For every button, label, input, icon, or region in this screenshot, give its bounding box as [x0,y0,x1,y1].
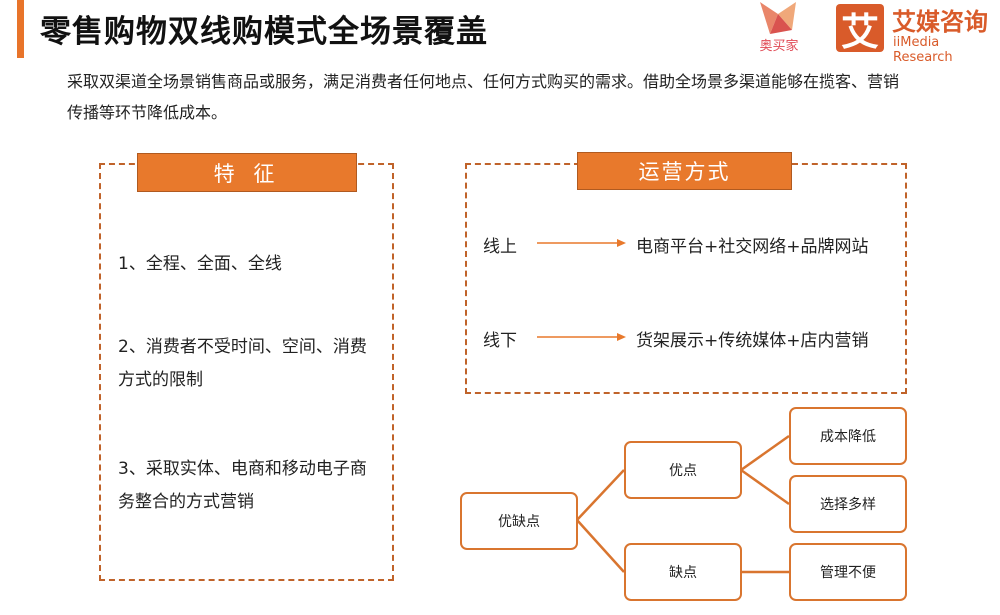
online-value: 电商平台+社交网络+品牌网站 [636,237,869,257]
feature-item: 3、采取实体、电商和移动电子商务整合的方式营销 [118,459,367,512]
tree-pro-item: 成本降低 [789,407,907,465]
operation-header: 运营方式 [577,152,792,190]
features-header: 特 征 [137,153,357,192]
tree-root-node: 优缺点 [460,492,578,550]
iimedia-logo-mark: 艾 [836,4,884,54]
svg-text:奥买家: 奥买家 [759,38,798,54]
online-label: 线上 [483,237,517,257]
feature-item: 1、全程、全面、全线 [118,254,282,274]
offline-value: 货架展示+传统媒体+店内营销 [636,331,869,351]
feature-item: 2、消费者不受时间、空间、消费方式的限制 [118,337,367,390]
tree-pros-node: 优点 [624,441,742,499]
aomaijia-logo: 奥买家 [759,2,799,54]
tree-cons-node: 缺点 [624,543,742,601]
tree-con-item: 管理不便 [789,543,907,601]
offline-label: 线下 [483,331,517,351]
title-accent-bar [17,0,24,58]
tree-pro-item: 选择多样 [789,475,907,533]
iimedia-logo-en: iiMedia Research [893,35,953,65]
intro-text: 采取双渠道全场景销售商品或服务，满足消费者任何地点、任何方式购买的需求。借助全场… [67,72,900,122]
iimedia-logo-cn: 艾媒咨询 [892,8,988,36]
page-title: 零售购物双线购模式全场景覆盖 [40,14,488,50]
